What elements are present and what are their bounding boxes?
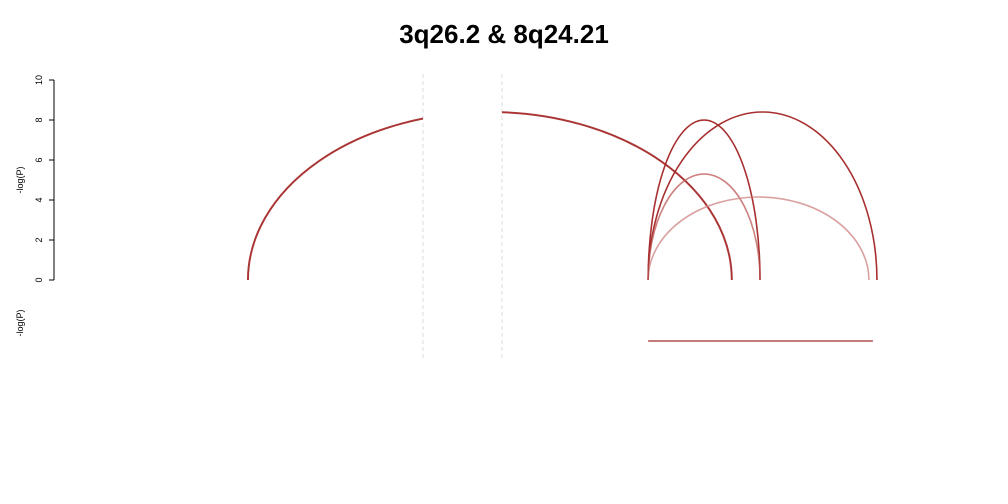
y-tick-label: 2 bbox=[34, 237, 44, 242]
y-tick-label: 10 bbox=[34, 75, 44, 85]
interaction-arc bbox=[647, 111, 878, 281]
y-axis-label-upper: -log(P) bbox=[15, 166, 25, 193]
interaction-arc bbox=[647, 119, 761, 281]
y-tick-label: 8 bbox=[34, 117, 44, 122]
y-tick-label: 6 bbox=[34, 157, 44, 162]
interaction-arc bbox=[647, 111, 878, 281]
interaction-arc bbox=[247, 111, 733, 281]
interaction-arc bbox=[647, 173, 761, 281]
y-axis: 0 2 4 6 8 10 bbox=[34, 75, 55, 283]
interaction-arc bbox=[246, 111, 733, 281]
y-tick-label: 4 bbox=[34, 197, 44, 202]
y-tick-label: 0 bbox=[34, 277, 44, 282]
chart-title: 3q26.2 & 8q24.21 bbox=[399, 19, 609, 49]
interaction-arc bbox=[647, 119, 761, 281]
y-axis-label-lower: -log(P) bbox=[15, 309, 25, 336]
y-ticks: 0 2 4 6 8 10 bbox=[34, 75, 54, 283]
arcs-layer bbox=[246, 111, 878, 281]
interaction-arc bbox=[647, 196, 870, 281]
